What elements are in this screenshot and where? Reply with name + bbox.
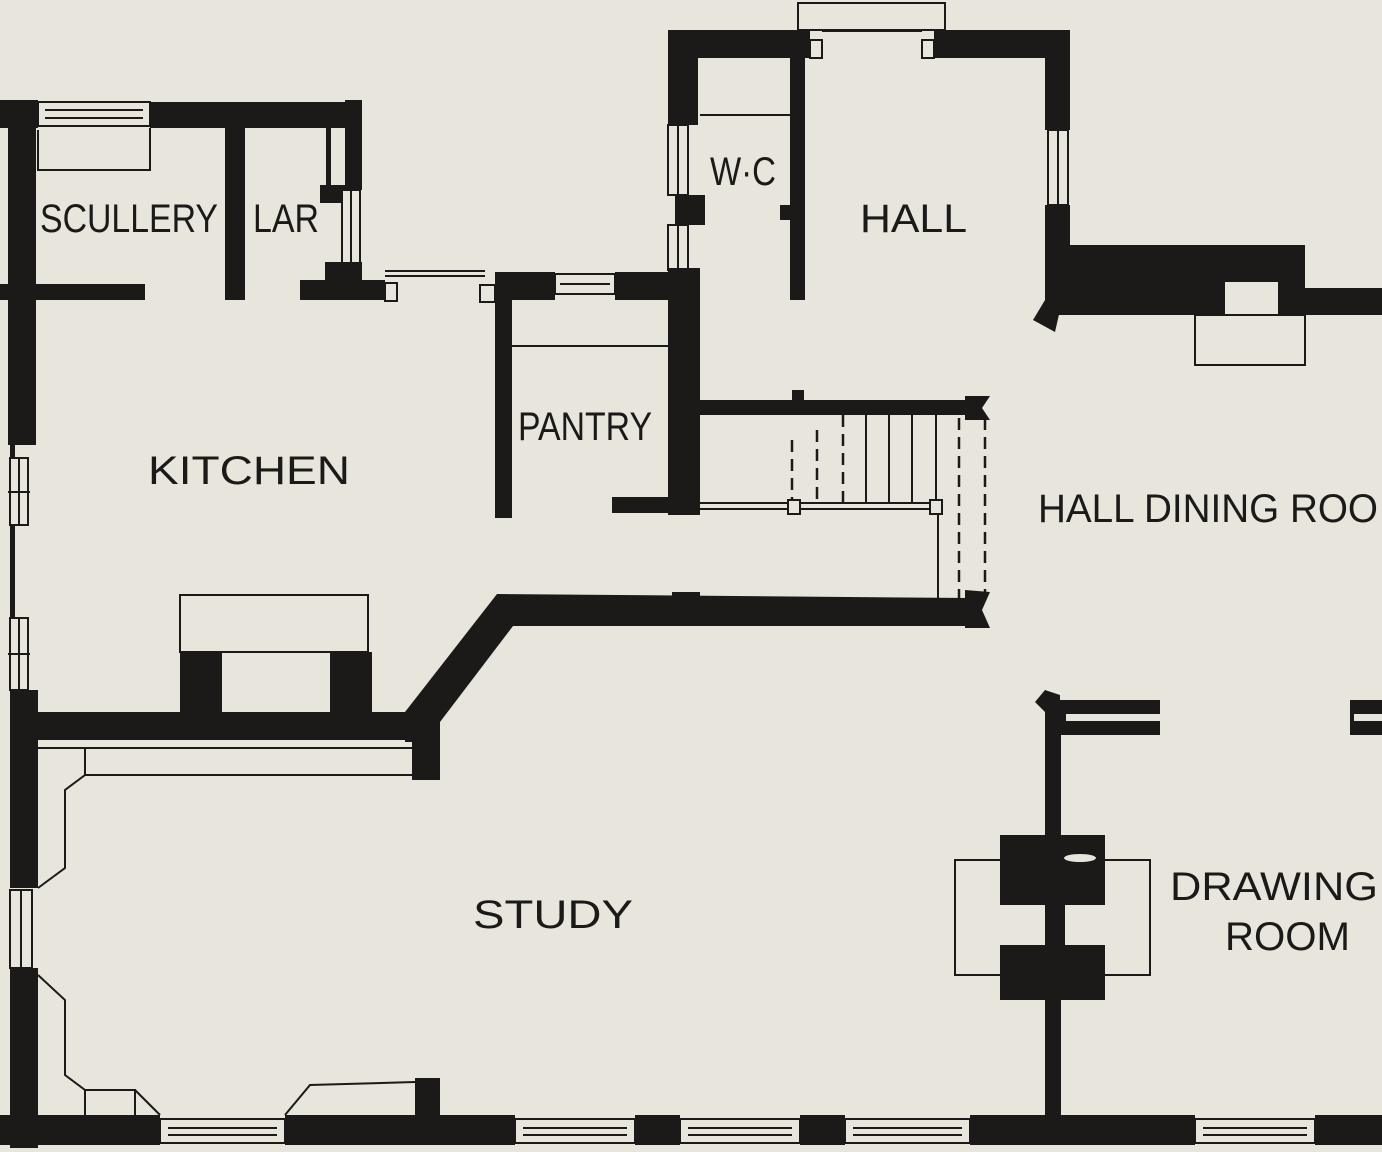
- kitchen-chimney-right: [330, 652, 372, 714]
- window-hall: [1047, 129, 1069, 206]
- room-label-room: ROOM: [1225, 915, 1350, 959]
- hall-hearth: [1194, 314, 1306, 366]
- room-label-wc: W·C: [710, 150, 776, 194]
- room-label-kitchen: KITCHEN: [148, 449, 350, 493]
- study-bay-outline: [37, 748, 86, 889]
- study-bay-outline: [37, 974, 86, 1115]
- wall-drawing-top-gap: [1066, 714, 1160, 721]
- window-left-2: [8, 617, 30, 691]
- wall-stair-top: [700, 400, 970, 415]
- window-frame: [844, 1118, 971, 1144]
- wall-scullery-larder-divider: [225, 128, 245, 300]
- window-pantry: [554, 273, 616, 295]
- room-label-larder: LAR: [253, 197, 319, 241]
- wall-diagonal: [405, 594, 970, 780]
- wall-hall-chimney-back: [1225, 245, 1278, 282]
- wall-diagonal-end: [965, 590, 990, 628]
- room-label-hall: HALL: [860, 197, 967, 241]
- stair-newel: [787, 499, 801, 515]
- window-bottom-1: [159, 1118, 286, 1144]
- window-frame: [514, 1118, 636, 1144]
- study-bay-outline: [284, 1081, 416, 1116]
- wall-hall-chimney-right: [1278, 245, 1305, 315]
- kitchen-range-outline: [179, 594, 369, 653]
- drawing-chimney-mid: [1045, 905, 1065, 945]
- wall-bottom: [285, 1115, 515, 1145]
- wall-hall-right-lower: [1045, 205, 1070, 250]
- window-frame: [679, 1118, 801, 1144]
- window-wc-2: [667, 224, 689, 271]
- wall-wc-right: [790, 58, 805, 300]
- wall-kitchen-bottom: [10, 712, 410, 740]
- wall-wc-notch: [780, 205, 792, 220]
- wall-larder-block: [320, 185, 345, 203]
- door-jamb: [479, 284, 496, 303]
- window-left-3: [9, 889, 33, 969]
- wall-left-thin: [10, 445, 15, 695]
- drawing-chimney-upper: [1000, 835, 1105, 905]
- room-label-hall-dining-room: HALL DINING ROO: [1038, 487, 1378, 531]
- room-label-pantry: PANTRY: [518, 405, 652, 449]
- kitchen-chimney-left: [180, 652, 222, 714]
- door-post: [809, 39, 823, 59]
- wall-bottom: [1315, 1115, 1382, 1145]
- scullery-sink-outline: [37, 128, 151, 171]
- room-label-study: STUDY: [473, 893, 633, 937]
- wall-bottom: [0, 1115, 160, 1145]
- wall-scullery-bottom: [0, 284, 145, 300]
- room-label-scullery: SCULLERY: [40, 197, 218, 241]
- window-left-1: [8, 457, 30, 526]
- wall-scullery-top-left: [0, 100, 38, 128]
- wall-bottom: [800, 1115, 845, 1145]
- study-bay-outline: [134, 1089, 161, 1116]
- wall-pantry-left: [495, 290, 512, 518]
- wall-bump: [672, 592, 700, 600]
- wall-larder-right-upper: [345, 100, 362, 190]
- wall-bottom: [635, 1115, 680, 1145]
- drawing-chimney-lower: [1000, 945, 1105, 1000]
- wall-left-upper: [8, 100, 36, 445]
- wall-drawing-top-gap: [1354, 714, 1382, 721]
- window-scullery: [37, 101, 151, 127]
- wall-scullery-top: [150, 102, 362, 128]
- wall-stair-bump: [792, 390, 804, 402]
- stair-newel: [929, 499, 943, 515]
- wall-hall-right-extension: [1305, 288, 1382, 315]
- window-bottom-4: [844, 1118, 971, 1144]
- wall-top-left: [668, 30, 810, 58]
- wall-study-post: [415, 1078, 440, 1118]
- wall-larder-bottom: [300, 280, 385, 300]
- window-bottom-3: [679, 1118, 801, 1144]
- entrance-step: [797, 2, 946, 31]
- wall-larder-inner-line: [326, 128, 331, 185]
- chimney-highlight: [1064, 854, 1096, 862]
- window-frame: [37, 101, 151, 127]
- room-label-drawing: DRAWING: [1170, 865, 1378, 909]
- door-post: [921, 39, 935, 59]
- wall-hall-chimney-left: [1045, 245, 1225, 315]
- wall-wc-left-block: [675, 195, 705, 225]
- wall-hall-right-upper: [1045, 30, 1070, 130]
- window-frame: [1194, 1118, 1316, 1144]
- window-larder: [341, 189, 361, 266]
- door-jamb: [384, 282, 398, 302]
- wall-corner-point: [1033, 300, 1060, 332]
- wall-wc-left-lower: [668, 268, 700, 515]
- window-frame: [159, 1118, 286, 1144]
- wall-bottom: [970, 1115, 1195, 1145]
- wall-stair-top-end: [965, 396, 990, 420]
- window-wc-1: [667, 124, 689, 196]
- window-bottom-5: [1194, 1118, 1316, 1144]
- window-bottom-2: [514, 1118, 636, 1144]
